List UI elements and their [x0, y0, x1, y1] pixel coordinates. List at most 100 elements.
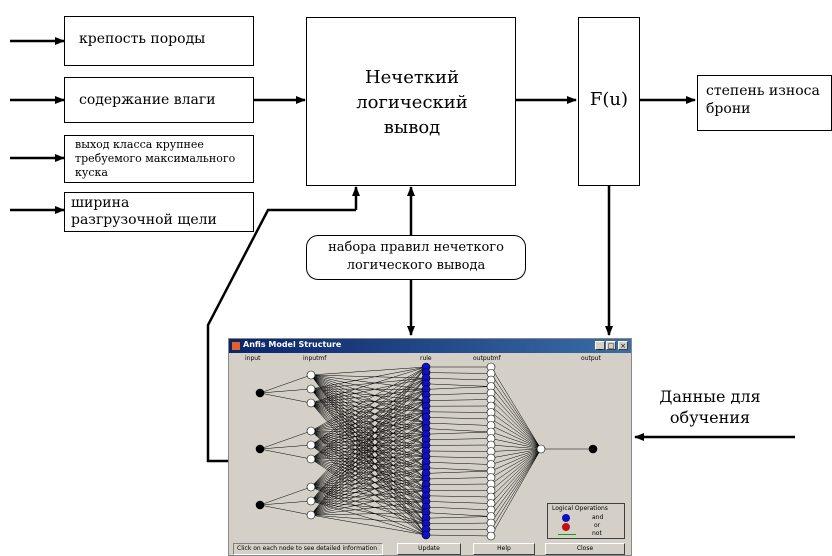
- inputmf-node[interactable]: [306, 440, 316, 450]
- edge-rule-outmf: [425, 372, 492, 374]
- edge-outmf-sum: [490, 418, 542, 450]
- legend-and-dot: [562, 514, 570, 522]
- input-label-gap-width: ширина разгрузочной щели: [71, 195, 217, 228]
- legend-not-line: [558, 534, 576, 535]
- edge-outmf-sum: [490, 438, 542, 450]
- close-button[interactable]: Close: [545, 543, 625, 555]
- edge-input-mf: [259, 486, 312, 506]
- legend-or-label: or: [594, 522, 601, 529]
- input-label-oversize-yield: выход класса крупнее требуемого максимал…: [75, 138, 236, 179]
- edge-outmf-sum: [490, 431, 542, 450]
- edge-outmf-sum: [490, 425, 542, 450]
- edge-outmf-sum: [490, 448, 542, 465]
- inputmf-node[interactable]: [306, 384, 316, 394]
- edge-mf-rule: [310, 467, 427, 488]
- edge-rule-outmf: [425, 495, 492, 498]
- edge-rule-outmf: [425, 417, 492, 420]
- edge-outmf-sum: [490, 448, 542, 517]
- edge-mf-rule: [310, 422, 427, 502]
- edge-outmf-sum: [490, 448, 542, 524]
- edge-mf-rule: [310, 445, 427, 488]
- edge-mf-rule: [310, 389, 427, 502]
- input-node[interactable]: [255, 444, 265, 454]
- edge-mf-rule: [310, 467, 427, 516]
- input-node[interactable]: [255, 388, 265, 398]
- edge-mf-rule: [310, 486, 427, 491]
- edge-outmf-sum: [490, 448, 542, 472]
- legend-or-dot: [562, 523, 570, 531]
- edge-outmf-sum: [490, 386, 542, 450]
- anfis-network: [255, 362, 598, 541]
- edge-outmf-sum: [490, 448, 542, 537]
- edge-outmf-sum: [490, 448, 542, 498]
- outputmf-node[interactable]: [486, 531, 496, 541]
- edge-rule-outmf: [425, 483, 492, 485]
- input-label-moisture: содержание влаги: [79, 92, 216, 108]
- edge-mf-rule: [310, 366, 427, 488]
- output-node[interactable]: [588, 444, 598, 454]
- inputmf-node[interactable]: [306, 370, 316, 380]
- edge-rule-outmf: [425, 522, 492, 525]
- legend-not-label: not: [592, 530, 602, 537]
- edge-rule-outmf: [425, 506, 492, 511]
- input-node[interactable]: [255, 500, 265, 510]
- edge-mf-rule: [310, 433, 427, 516]
- edge-input-mf: [259, 430, 312, 450]
- close-window-button[interactable]: ×: [618, 341, 628, 350]
- inputmf-node[interactable]: [306, 454, 316, 464]
- edge-rule-outmf: [425, 422, 492, 426]
- edge-outmf-sum: [490, 448, 542, 485]
- edge-outmf-sum: [490, 448, 542, 491]
- legend-title: Logical Operations: [552, 505, 608, 512]
- edge-outmf-sum: [490, 379, 542, 450]
- edge-mf-rule: [310, 433, 427, 488]
- inputmf-node[interactable]: [306, 482, 316, 492]
- edge-rule-outmf: [425, 431, 492, 435]
- update-button[interactable]: Update: [397, 543, 461, 555]
- help-button[interactable]: Help: [473, 543, 535, 555]
- edge-mf-rule: [310, 366, 427, 460]
- anfis-title: Anfis Model Structure: [243, 340, 342, 349]
- edge-rule-outmf: [425, 456, 492, 459]
- inputmf-node[interactable]: [306, 426, 316, 436]
- edge-mf-rule: [310, 501, 427, 516]
- output-label: степень износа брони: [706, 83, 820, 117]
- legend-and-label: and: [592, 514, 604, 521]
- edge-mf-rule: [310, 366, 427, 404]
- edge-input-mf: [259, 500, 312, 506]
- edge-mf-rule: [310, 422, 427, 488]
- edge-rule-outmf: [425, 411, 492, 413]
- edge-mf-rule: [310, 389, 427, 488]
- inputmf-node[interactable]: [306, 398, 316, 408]
- rule-node[interactable]: [421, 530, 431, 540]
- edge-mf-rule: [310, 512, 427, 516]
- edge-rule-outmf: [425, 383, 492, 387]
- edge-rule-outmf: [425, 501, 492, 504]
- edge-rule-outmf: [425, 477, 492, 480]
- edge-mf-rule: [310, 366, 427, 502]
- edge-mf-rule: [310, 400, 427, 488]
- edge-input-mf: [259, 374, 312, 394]
- col-header-rule: rule: [420, 355, 432, 362]
- edge-rule-outmf: [425, 428, 492, 433]
- fuzzy-inference-block: Нечеткий логический вывод: [306, 17, 516, 186]
- minimize-button[interactable]: _: [595, 341, 605, 350]
- edge-outmf-sum: [490, 448, 542, 504]
- edge-rule-outmf: [425, 438, 492, 441]
- sum-node[interactable]: [536, 444, 546, 454]
- edge-outmf-sum: [490, 448, 542, 530]
- edge-input-mf: [259, 392, 312, 404]
- logical-operations-legend: Logical Operations and or not: [547, 503, 625, 539]
- inputmf-node[interactable]: [306, 496, 316, 506]
- col-header-output: output: [581, 355, 601, 362]
- edge-mf-rule: [310, 400, 427, 516]
- edge-input-mf: [259, 388, 312, 394]
- inputmf-node[interactable]: [306, 510, 316, 520]
- edge-mf-rule: [310, 478, 427, 488]
- edge-mf-rule: [310, 378, 427, 502]
- edge-mf-rule: [310, 389, 427, 516]
- edge-mf-rule: [310, 489, 427, 502]
- edge-outmf-sum: [490, 392, 542, 450]
- edge-outmf-sum: [490, 448, 542, 459]
- maximize-button[interactable]: □: [606, 341, 616, 350]
